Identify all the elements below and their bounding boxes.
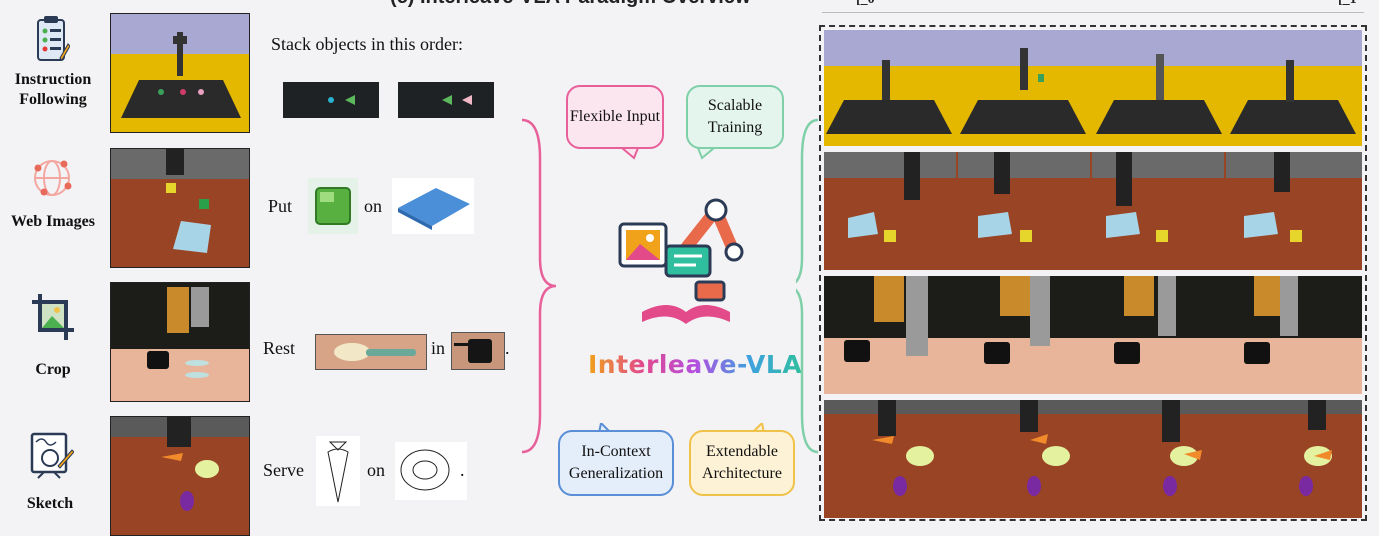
top-label-left: [_0 — [856, 0, 875, 8]
instruction-in: in — [431, 338, 446, 358]
rollout-row-carrot — [824, 400, 1362, 518]
instruction-text-stack: Stack objects in this order: — [271, 34, 463, 54]
bubble-tail-scalable — [696, 147, 717, 165]
instruction-put: Put — [268, 196, 293, 216]
instruction-serve: Serve — [263, 460, 304, 480]
model-name-label: Interleave-VLA — [588, 350, 803, 379]
instruction-on-sketch: on — [367, 460, 385, 480]
instruction-rest: Rest — [263, 338, 296, 358]
bubble-extendable-architecture: Extendable Architecture — [689, 430, 795, 496]
stack-order-image-2 — [398, 82, 494, 118]
bubble-scalable-training: Scalable Training — [686, 85, 784, 149]
instruction-period-crop: . — [505, 338, 510, 358]
bubble-tail-flexible — [619, 147, 640, 165]
sim-scene-thumbnail — [110, 13, 250, 133]
bubble-in-context-generalization: In-Context Generalization — [558, 430, 674, 496]
mode-label-instruction: Instruction Following — [14, 71, 92, 108]
green-cube-image — [308, 178, 358, 234]
carrot-sketch-image — [316, 436, 360, 506]
instruction-on-web: on — [364, 196, 382, 216]
spatula-crop-image — [315, 334, 427, 370]
mode-label-sketch: Sketch — [26, 495, 74, 512]
real-scene-thumbnail-crop — [110, 282, 250, 402]
robot-arm-icon — [612, 194, 762, 334]
sketch-board-icon — [28, 430, 75, 480]
globe-network-icon — [30, 156, 74, 200]
right-brace — [785, 118, 820, 454]
mode-label-web: Web Images — [11, 213, 95, 230]
pot-crop-image — [451, 332, 505, 370]
top-rule — [822, 12, 1364, 13]
crop-icon — [30, 292, 76, 342]
table-scene-thumbnail-sketch — [110, 416, 250, 536]
rollout-panel — [819, 25, 1367, 521]
top-label-right: [_1 — [1338, 0, 1357, 8]
left-brace — [518, 118, 558, 454]
instruction-period-sketch: . — [460, 460, 465, 480]
table-scene-thumbnail-web — [110, 148, 250, 268]
stack-order-image-1 — [283, 82, 379, 118]
plate-sketch-image — [395, 442, 467, 500]
figure-title: (c) Interleave-VLA Paradigm Overview — [390, 0, 751, 9]
mode-label-crop: Crop — [35, 361, 71, 378]
checklist-icon — [34, 14, 71, 66]
bubble-flexible-input: Flexible Input — [566, 85, 664, 149]
rollout-row-cube — [824, 152, 1362, 270]
rollout-row-real — [824, 276, 1362, 394]
rollout-row-sim — [824, 30, 1362, 146]
blue-towel-image — [392, 178, 474, 234]
